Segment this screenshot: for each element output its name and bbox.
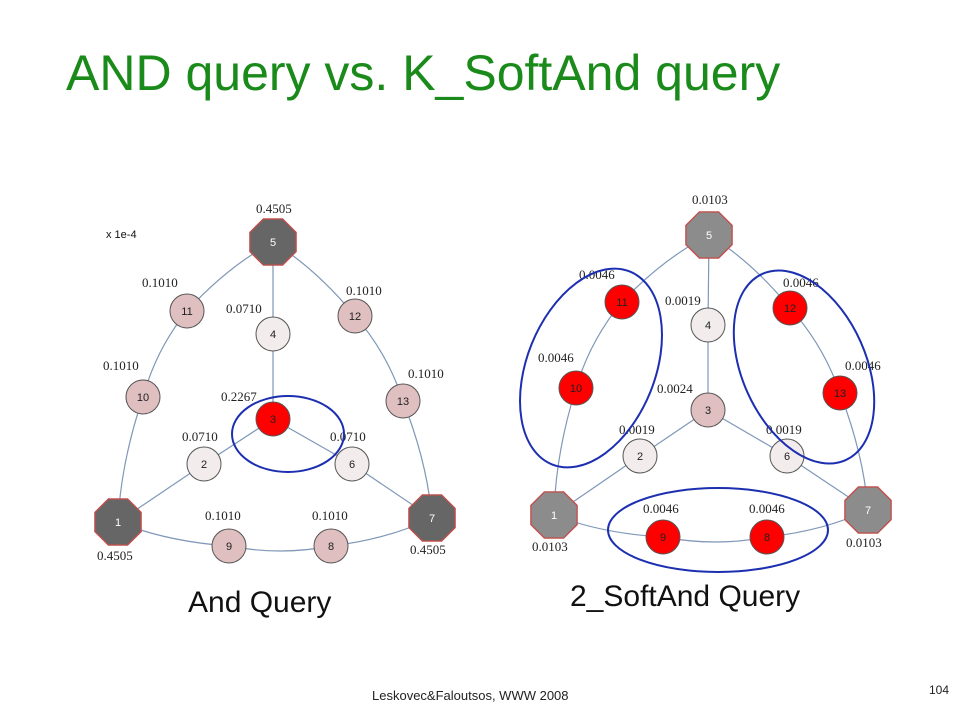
node-4-id: 4 bbox=[270, 329, 276, 341]
node-9-id: 9 bbox=[226, 541, 232, 553]
node-1-id: 1 bbox=[115, 517, 121, 529]
node-10-circle bbox=[125, 379, 161, 415]
footer-citation: Leskovec&Faloutsos, WWW 2008 bbox=[372, 688, 569, 703]
node-5-id: 5 bbox=[270, 237, 276, 249]
node-12-id: 12 bbox=[349, 311, 361, 323]
slide-title: AND query vs. K_SoftAnd query bbox=[66, 45, 781, 101]
node-9-score: 0.0046 bbox=[643, 501, 679, 516]
page-number: 104 bbox=[928, 683, 950, 697]
scale-note: x 1e-4 bbox=[106, 229, 137, 241]
node-10-circle bbox=[558, 370, 594, 406]
node-3-score: 0.2267 bbox=[221, 389, 257, 404]
node-8-score: 0.1010 bbox=[312, 508, 348, 523]
node-1-score: 0.4505 bbox=[97, 548, 133, 563]
node-9-circle bbox=[211, 528, 247, 564]
node-12-id: 12 bbox=[784, 303, 796, 315]
node-1-id: 1 bbox=[551, 510, 557, 522]
and-query-label: And Query bbox=[188, 586, 332, 619]
node-12-circle bbox=[337, 298, 373, 334]
node-6-id: 6 bbox=[349, 459, 355, 471]
node-10-score: 0.1010 bbox=[103, 358, 139, 373]
node-2-id: 2 bbox=[201, 459, 207, 471]
node-6-id: 6 bbox=[784, 451, 790, 463]
node-8-circle bbox=[313, 528, 349, 564]
node-11-id: 11 bbox=[616, 297, 627, 309]
node-6-score: 0.0710 bbox=[330, 429, 366, 444]
node-11-id: 11 bbox=[181, 306, 192, 318]
node-11-circle bbox=[604, 284, 640, 320]
highlight-ellipse bbox=[231, 395, 345, 473]
node-3-id: 3 bbox=[705, 405, 711, 417]
node-3-circle bbox=[690, 392, 726, 428]
node-1-score: 0.0103 bbox=[532, 539, 568, 554]
softand-query-graph: 50.0103110.004640.0019120.0046100.004630… bbox=[519, 192, 892, 573]
node-5-score: 0.4505 bbox=[256, 201, 292, 216]
node-5-score: 0.0103 bbox=[692, 192, 728, 207]
node-7-score: 0.4505 bbox=[410, 542, 446, 557]
node-7-octagon bbox=[408, 494, 456, 542]
node-13-id: 13 bbox=[397, 396, 409, 408]
node-7-octagon bbox=[844, 486, 892, 534]
node-5-octagon bbox=[685, 211, 733, 259]
node-12-circle bbox=[772, 290, 808, 326]
node-1-octagon bbox=[94, 498, 142, 546]
node-5-id: 5 bbox=[706, 230, 712, 242]
highlight-ellipse bbox=[607, 487, 829, 573]
highlight-ellipse bbox=[732, 269, 876, 465]
node-11-score: 0.0046 bbox=[579, 267, 615, 282]
node-4-score: 0.0019 bbox=[665, 293, 701, 308]
node-8-id: 8 bbox=[328, 541, 334, 553]
node-8-id: 8 bbox=[764, 532, 770, 544]
node-5-octagon bbox=[249, 218, 297, 266]
node-2-circle bbox=[622, 438, 658, 474]
node-9-circle bbox=[645, 519, 681, 555]
and-query-graph: 50.4505110.101040.0710120.1010100.101030… bbox=[94, 201, 456, 564]
node-7-id: 7 bbox=[865, 505, 871, 517]
node-4-score: 0.0710 bbox=[226, 301, 262, 316]
node-4-circle bbox=[690, 307, 726, 343]
node-3-score: 0.0024 bbox=[657, 381, 693, 396]
node-13-id: 13 bbox=[834, 388, 846, 400]
node-4-id: 4 bbox=[705, 320, 711, 332]
node-6-circle bbox=[334, 446, 370, 482]
softand-query-label: 2_SoftAnd Query bbox=[570, 580, 801, 613]
node-9-id: 9 bbox=[660, 532, 666, 544]
highlight-ellipse bbox=[519, 267, 663, 469]
node-10-score: 0.0046 bbox=[538, 350, 574, 365]
node-10-id: 10 bbox=[570, 383, 582, 395]
node-13-circle bbox=[822, 375, 858, 411]
node-13-score: 0.0046 bbox=[845, 358, 881, 373]
node-2-id: 2 bbox=[637, 451, 643, 463]
node-13-circle bbox=[385, 383, 421, 419]
node-1-octagon bbox=[530, 491, 578, 539]
node-2-circle bbox=[186, 446, 222, 482]
node-7-score: 0.0103 bbox=[846, 535, 882, 550]
node-3-id: 3 bbox=[270, 414, 276, 426]
node-6-score: 0.0019 bbox=[766, 422, 802, 437]
node-2-score: 0.0019 bbox=[619, 422, 655, 437]
node-11-circle bbox=[169, 293, 205, 329]
node-12-score: 0.0046 bbox=[783, 275, 819, 290]
node-13-score: 0.1010 bbox=[408, 366, 444, 381]
node-2-score: 0.0710 bbox=[182, 429, 218, 444]
node-11-score: 0.1010 bbox=[142, 275, 178, 290]
node-8-score: 0.0046 bbox=[749, 501, 785, 516]
node-3-circle bbox=[255, 401, 291, 437]
node-9-score: 0.1010 bbox=[205, 508, 241, 523]
node-7-id: 7 bbox=[429, 513, 435, 525]
node-8-circle bbox=[749, 519, 785, 555]
node-10-id: 10 bbox=[137, 392, 149, 404]
node-4-circle bbox=[255, 316, 291, 352]
node-12-score: 0.1010 bbox=[346, 283, 382, 298]
